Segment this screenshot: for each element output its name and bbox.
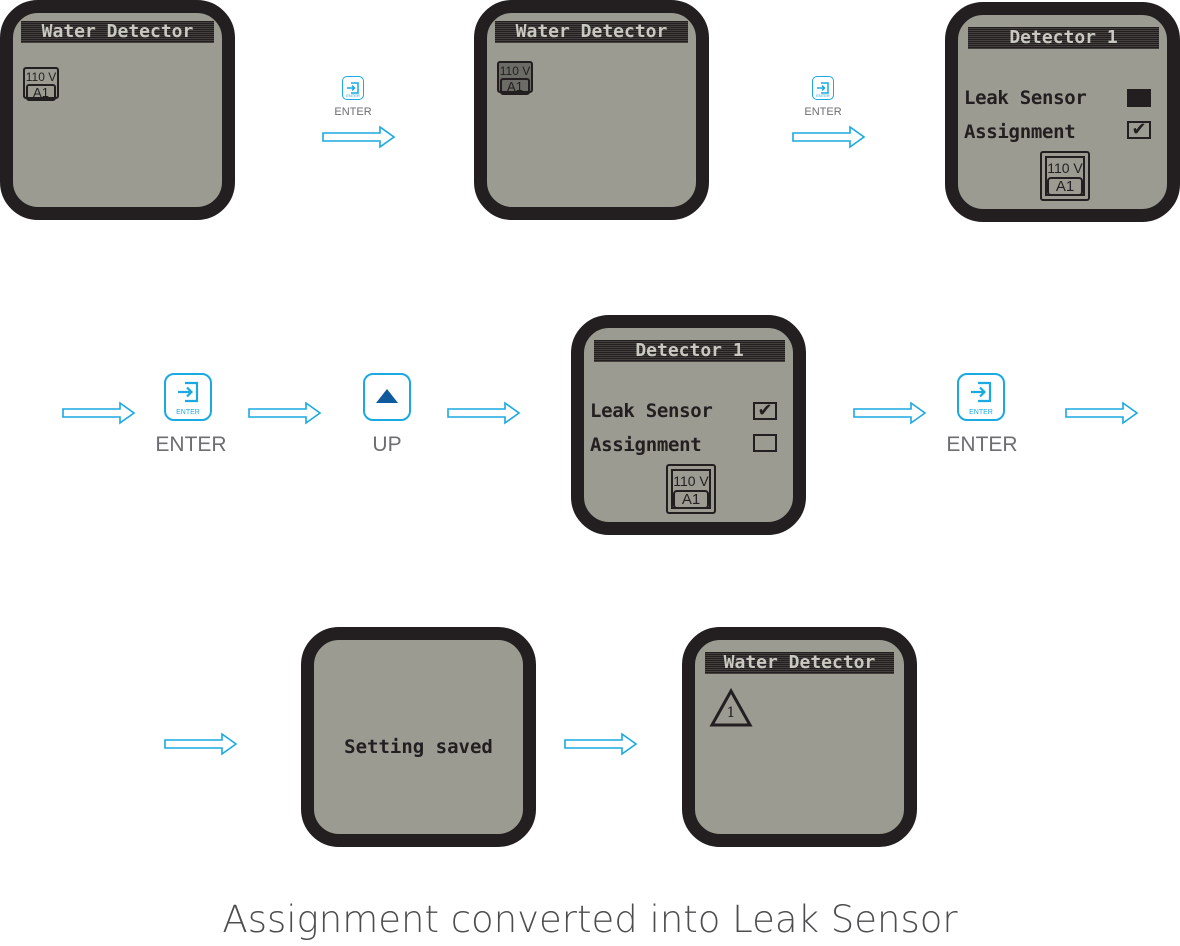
alert-number: 1 <box>726 705 736 721</box>
leak-sensor-selected-box <box>1127 89 1151 107</box>
enter-label: ENTER <box>334 106 372 118</box>
enter-icon-text: ENTER <box>969 409 993 416</box>
device-voltage: 110 V <box>499 64 531 78</box>
assignment-checkbox: ✔ <box>1127 119 1151 140</box>
device-voltage: 110 V <box>673 473 709 489</box>
enter-icon-text: ENTER <box>176 409 200 416</box>
screen-1: Water Detector 110 V A1 <box>0 0 235 220</box>
alert-triangle-icon: 1 <box>709 688 753 728</box>
device-icon-highlighted: 110 V A1 <box>497 61 533 95</box>
flow-arrow <box>853 402 926 424</box>
device-voltage: 110 V <box>25 70 57 84</box>
flow-arrow <box>1065 402 1138 424</box>
device-id: A1 <box>1047 177 1083 196</box>
enter-button-2[interactable]: ENTER <box>957 373 1005 421</box>
screen-2: Water Detector 110 V A1 <box>474 0 709 220</box>
flow-arrow <box>62 402 135 424</box>
screen-6: Water Detector 1 <box>682 627 917 847</box>
screen-title: Water Detector <box>495 21 688 43</box>
option-leak-sensor: Leak Sensor <box>590 400 713 422</box>
enter-label: ENTER <box>155 433 227 456</box>
screen-title: Water Detector <box>21 21 214 43</box>
assignment-checkbox <box>753 434 777 452</box>
device-id: A1 <box>500 78 530 95</box>
screen-title: Detector 1 <box>594 340 785 362</box>
check-icon: ✔ <box>757 400 773 421</box>
enter-icon <box>813 79 833 98</box>
enter-label: ENTER <box>946 433 1018 456</box>
flow-arrow <box>792 126 865 148</box>
enter-button-small-1[interactable]: ENTER <box>342 76 364 100</box>
enter-icon <box>959 381 1003 407</box>
up-triangle-icon <box>376 389 398 403</box>
screen-title: Detector 1 <box>968 27 1159 49</box>
flow-arrow <box>447 402 520 424</box>
enter-icon <box>166 381 210 407</box>
device-id: A1 <box>673 490 709 509</box>
enter-button-small-2[interactable]: ENTER <box>812 76 834 100</box>
enter-icon <box>343 79 363 98</box>
device-icon: 110 V A1 <box>1040 151 1090 201</box>
flow-arrow <box>164 733 237 755</box>
enter-icon-text: ENTER <box>816 93 830 98</box>
option-leak-sensor: Leak Sensor <box>964 87 1087 109</box>
enter-button-1[interactable]: ENTER <box>164 373 212 421</box>
screen-4: Detector 1 Leak Sensor ✔ Assignment 110 … <box>571 315 806 535</box>
setting-saved-message: Setting saved <box>344 736 493 758</box>
option-assignment: Assignment <box>964 121 1076 143</box>
device-icon: 110 V A1 <box>666 464 716 514</box>
enter-label: ENTER <box>804 106 842 118</box>
device-icon: 110 V A1 <box>23 67 59 101</box>
device-id: A1 <box>26 84 56 101</box>
device-voltage: 110 V <box>1047 160 1083 176</box>
screen-title: Water Detector <box>705 652 894 674</box>
leak-sensor-checkbox: ✔ <box>753 400 777 421</box>
up-button[interactable] <box>363 373 411 421</box>
enter-icon-text: ENTER <box>346 93 360 98</box>
screen-3: Detector 1 Leak Sensor Assignment ✔ 110 … <box>945 2 1180 222</box>
up-label: UP <box>372 433 402 456</box>
screen-5: Setting saved <box>301 627 536 847</box>
flow-arrow <box>248 402 321 424</box>
option-assignment: Assignment <box>590 434 702 456</box>
check-icon: ✔ <box>1131 119 1147 140</box>
caption: Assignment converted into Leak Sensor <box>222 898 958 941</box>
flow-arrow <box>564 733 637 755</box>
flow-arrow <box>322 126 395 148</box>
